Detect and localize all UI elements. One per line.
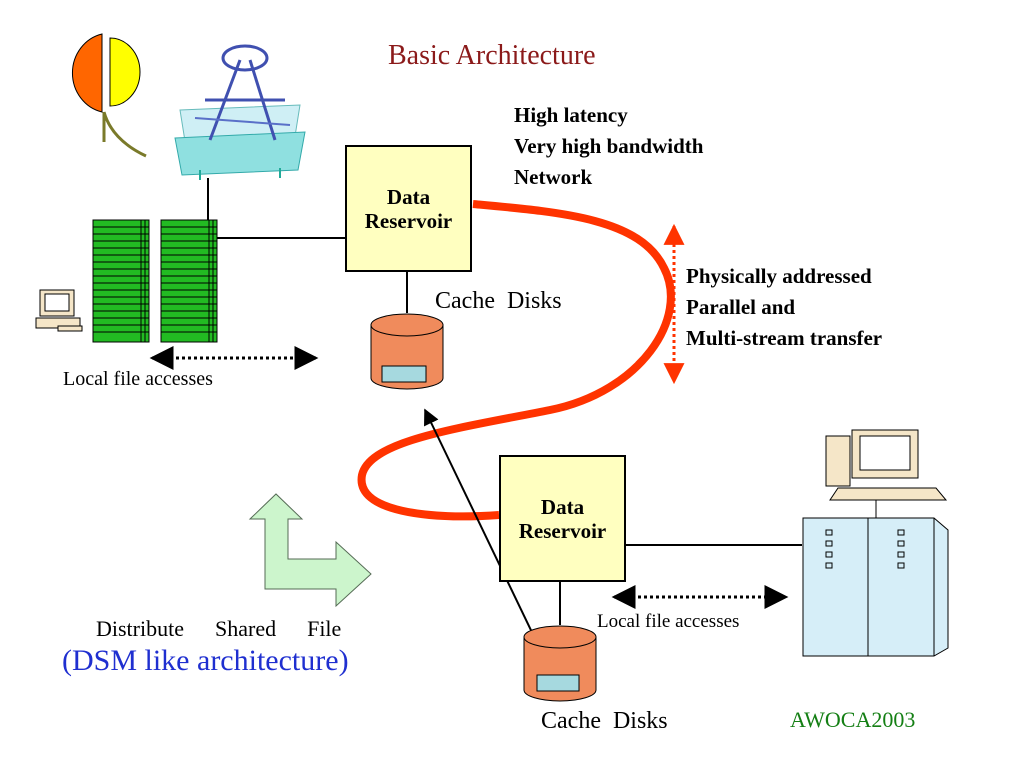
- mainframe-icon: [802, 517, 949, 657]
- data-reservoir-top: Data Reservoir: [345, 145, 472, 272]
- data-reservoir-bottom: Data Reservoir: [499, 455, 626, 582]
- network-note: Network: [514, 165, 593, 189]
- transfer-note: Parallel and: [686, 295, 796, 319]
- cache-disks-label-bottom: Cache Disks: [541, 708, 668, 734]
- network-note: High latency: [514, 103, 628, 127]
- server-rack-icon: [92, 219, 218, 343]
- telescope-icon: [174, 44, 306, 180]
- local-file-accesses-label-bottom: Local file accesses: [597, 611, 740, 632]
- cache-disks-label-top: Cache Disks: [435, 288, 562, 314]
- disk-cylinder-icon: [523, 625, 597, 702]
- network-note: Very high bandwidth: [514, 134, 704, 158]
- concept-sublabel: (DSM like architecture): [62, 644, 349, 677]
- workstation-icon: [825, 429, 948, 518]
- slide-title: Basic Architecture: [388, 40, 596, 71]
- pc-icon: [35, 289, 83, 332]
- transfer-notes: Physically addressed Parallel and Multi-…: [686, 261, 882, 354]
- network-notes: High latency Very high bandwidth Network: [514, 100, 703, 193]
- transfer-note: Physically addressed: [686, 264, 872, 288]
- logo-icon: [72, 33, 147, 158]
- footer-label: AWOCA2003: [790, 707, 916, 732]
- transfer-note: Multi-stream transfer: [686, 326, 883, 350]
- arrow-shape-icon: [248, 493, 372, 608]
- concept-label: Distribute Shared File: [96, 616, 342, 641]
- local-file-accesses-label-top: Local file accesses: [63, 368, 213, 390]
- disk-cylinder-icon: [370, 313, 444, 390]
